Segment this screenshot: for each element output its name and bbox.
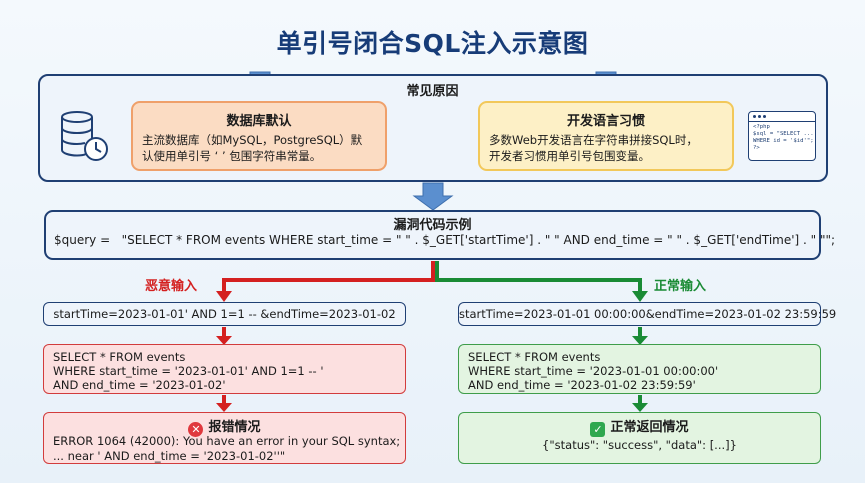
cause-card-dev-habit: 开发语言习惯 多数Web开发语言在字符串拼接SQL时， 开发者习惯用单引号包围变… xyxy=(478,101,734,171)
error-result-title: ✕ 报错情况 xyxy=(44,416,405,437)
success-result-text: {"status": "success", "data": [...]} xyxy=(542,438,737,452)
common-causes-title: 常见原因 xyxy=(406,84,459,99)
vulnerable-code-line: $query = "SELECT * FROM events WHERE sta… xyxy=(54,233,836,247)
arrow-to-code xyxy=(412,182,454,211)
normal-input-label: 正常输入 xyxy=(654,279,707,294)
code-window-icon: <?php $sql = "SELECT ... WHERE id = '$id… xyxy=(748,111,816,161)
success-result-box: ✓ 正常返回情况 {"status": "success", "data": [.… xyxy=(458,412,821,464)
normal-input-box: startTime=2023-01-01 00:00:00&endTime=20… xyxy=(458,302,836,326)
normal-branch xyxy=(435,261,648,412)
normal-sql-box: SELECT * FROM events WHERE start_time = … xyxy=(458,344,821,394)
cause-title: 开发语言习惯 xyxy=(566,114,645,129)
malicious-sql-box: SELECT * FROM events WHERE start_time = … xyxy=(43,344,406,394)
error-result-title-text: 报错情况 xyxy=(208,420,261,435)
success-result-title: ✓ 正常返回情况 xyxy=(459,416,820,437)
error-x-icon: ✕ xyxy=(188,422,204,437)
database-clock-icon xyxy=(61,111,108,161)
cause-text: 多数Web开发语言在字符串拼接SQL时， 开发者习惯用单引号包围变量。 xyxy=(489,133,698,163)
error-result-box: ✕ 报错情况 ERROR 1064 (42000): You have an er… xyxy=(43,412,406,464)
code-window-snippet: <?php $sql = "SELECT ... WHERE id = '$id… xyxy=(753,124,814,151)
vulnerable-code-panel xyxy=(44,210,821,260)
cause-text: 主流数据库（如MySQL，PostgreSQL）默 认使用单引号 ‘ ’ 包围字… xyxy=(142,133,363,163)
page-title: 单引号闭合SQL注入示意图 xyxy=(276,29,589,58)
check-icon: ✓ xyxy=(590,422,606,437)
malicious-branch xyxy=(216,261,435,412)
success-result-title-text: 正常返回情况 xyxy=(610,420,689,435)
vulnerable-code-title: 漏洞代码示例 xyxy=(393,218,472,233)
cause-card-database-default: 数据库默认 主流数据库（如MySQL，PostgreSQL）默 认使用单引号 ‘… xyxy=(131,101,387,171)
malicious-input-box: startTime=2023-01-01' AND 1=1 -- &endTim… xyxy=(43,302,406,326)
error-result-text: ERROR 1064 (42000): You have an error in… xyxy=(53,434,401,463)
cause-title: 数据库默认 xyxy=(226,114,292,129)
code-window-titlebar xyxy=(749,112,815,122)
malicious-input-label: 恶意输入 xyxy=(145,279,198,294)
